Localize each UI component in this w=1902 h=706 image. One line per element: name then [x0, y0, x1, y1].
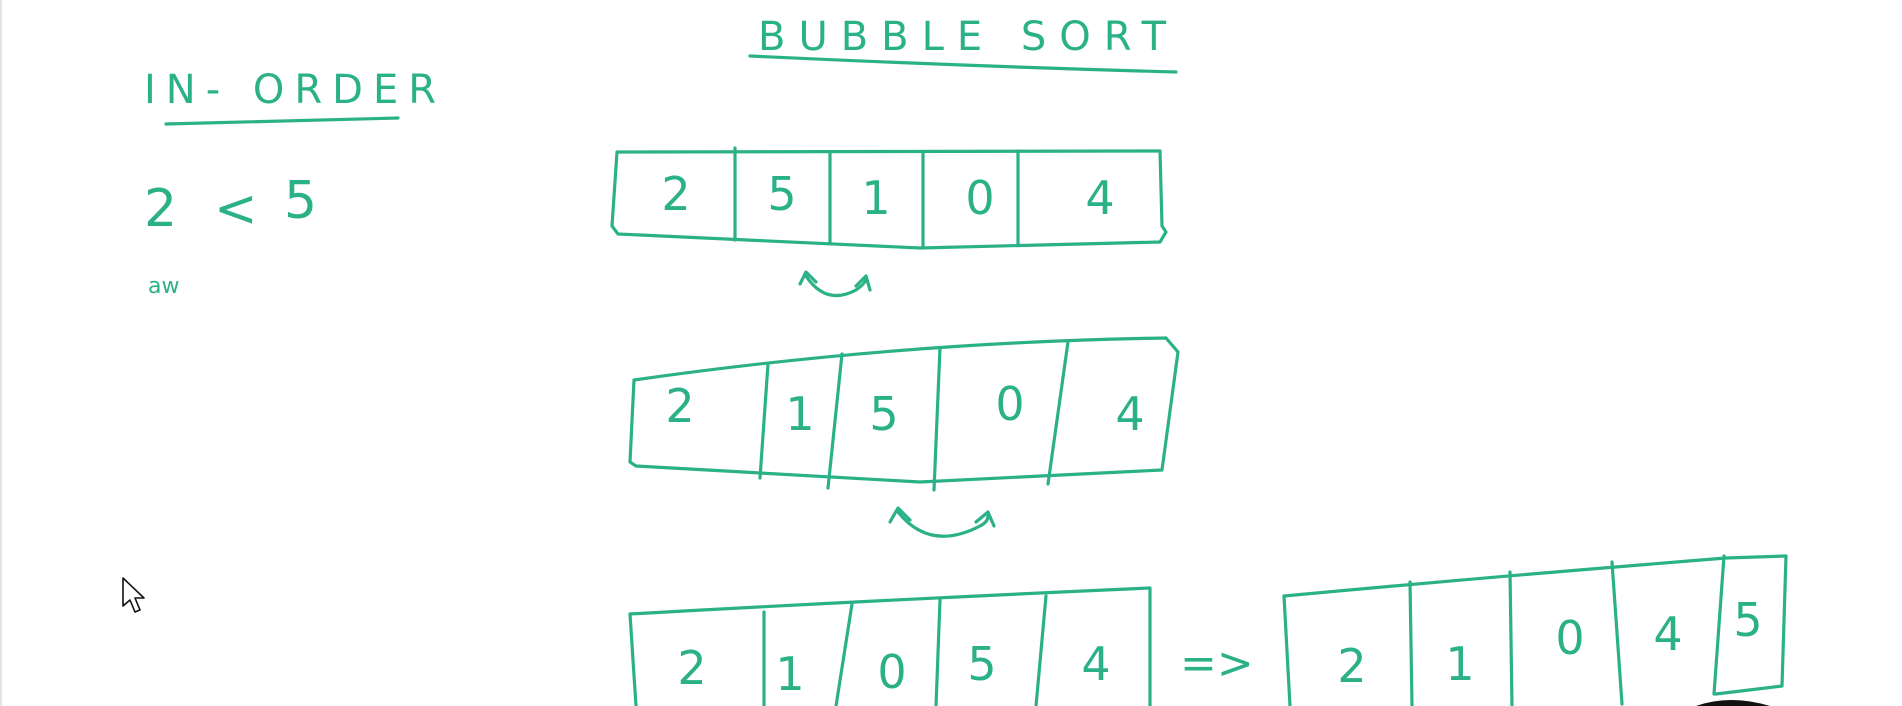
- array-row-3-cell: 5: [967, 637, 996, 691]
- swap-arrow-1: [798, 270, 872, 298]
- array-row-2-cell: 2: [665, 379, 694, 433]
- swap-arrow-2: [888, 506, 996, 538]
- side-heading-underline: [164, 116, 400, 126]
- scribble-note: aw: [148, 274, 179, 299]
- array-row-1-cell: 0: [965, 171, 994, 225]
- array-row-4-divider: [1508, 570, 1514, 706]
- array-row-2-cell: 1: [785, 387, 814, 441]
- comparison-left: 2: [144, 179, 177, 239]
- swap-arrow-1-curve: [804, 274, 868, 298]
- array-row-2-divider: [826, 352, 844, 490]
- side-heading: IN- ORDER: [144, 67, 446, 113]
- array-row-4-divider: [1712, 554, 1726, 696]
- array-row-3-cell: 4: [1081, 637, 1110, 691]
- array-row-4-divider: [1610, 560, 1624, 706]
- array-row-2-divider: [932, 346, 942, 492]
- array-row-3-divider: [834, 602, 854, 706]
- swap-arrow-2-head: [888, 506, 912, 524]
- array-row-3: 2 1 0 5 4: [628, 586, 1152, 706]
- array-row-1: 2 5 1 0 4: [610, 146, 1168, 250]
- array-row-1-cell: 1: [861, 171, 890, 225]
- array-row-4-cell: 0: [1555, 611, 1584, 665]
- array-row-3-outline: [628, 586, 1152, 706]
- array-row-1-cell: 5: [767, 167, 796, 221]
- array-row-2-cell: 5: [869, 387, 898, 441]
- array-row-3-left-edge: [628, 612, 638, 706]
- swap-arrow-1-head: [798, 270, 818, 286]
- array-row-4-cell: 4: [1653, 607, 1682, 661]
- array-row-4-outline: [1282, 554, 1788, 696]
- swap-arrow-2-head: [974, 510, 996, 528]
- array-row-4: 2 1 0 4 5: [1282, 554, 1788, 706]
- array-row-2-cell: 4: [1115, 387, 1144, 441]
- array-row-4-divider: [1408, 580, 1414, 706]
- title-underline: [748, 54, 1178, 74]
- array-row-3-divider: [1034, 594, 1048, 706]
- array-row-1-outline: [610, 149, 1168, 250]
- array-row-4-cell: 5: [1733, 593, 1762, 647]
- implies-arrow: =>: [1180, 638, 1254, 689]
- ink-blob: [1696, 700, 1770, 706]
- array-row-2-outline: [628, 336, 1180, 484]
- swap-arrow-2-curve: [896, 510, 990, 538]
- array-row-1-cell: 4: [1085, 171, 1114, 225]
- array-row-4-cell: 2: [1337, 639, 1366, 693]
- array-row-3-cell: 1: [775, 647, 804, 701]
- array-row-3-divider: [934, 598, 942, 706]
- comparison-operator: <: [214, 179, 258, 239]
- array-row-1-cell: 2: [661, 167, 690, 221]
- arrow-pointer-icon: [122, 577, 145, 613]
- array-row-4-left-edge: [1282, 594, 1292, 706]
- array-row-2: 2 1 5 0 4: [628, 336, 1180, 492]
- swap-arrow-1-head: [854, 274, 872, 292]
- array-row-3-cell: 2: [677, 641, 706, 695]
- comparison-right: 5: [284, 171, 317, 231]
- array-row-2-divider: [1046, 340, 1070, 486]
- array-row-3-cell: 0: [877, 645, 906, 699]
- array-row-2-cell: 0: [995, 377, 1024, 431]
- array-row-4-cell: 1: [1445, 637, 1474, 691]
- page-title: BUBBLE SORT: [758, 14, 1179, 60]
- array-row-2-divider: [758, 362, 770, 480]
